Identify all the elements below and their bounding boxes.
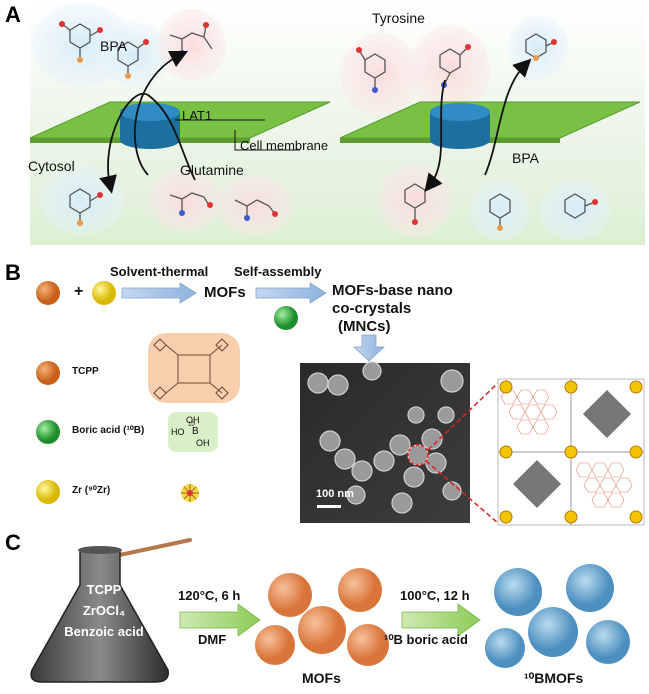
transport-arrow-in <box>99 92 196 194</box>
mof-spheres <box>255 568 389 666</box>
tyrosine-halo <box>377 164 453 236</box>
boric-oh-top: OH <box>186 415 200 425</box>
legend-tcpp-label: TCPP <box>72 366 99 377</box>
flask-line-3: Benzoic acid <box>64 624 144 639</box>
boron-atoms <box>77 55 539 231</box>
flask-line-1: TCPP <box>86 582 122 597</box>
mnc-label-line3: (MNCs) <box>338 318 391 335</box>
boric-acid-structure: OH HO 10 B OH <box>168 412 218 452</box>
boric-acid-lattice <box>500 389 633 508</box>
boric-ho: HO <box>171 427 185 437</box>
flask-line-2: ZrOCl₄ <box>82 603 126 618</box>
transport-arrow-in <box>424 79 446 193</box>
step1-solvent: DMF <box>198 632 227 647</box>
panel-a-letter: A <box>5 2 21 27</box>
mofs-product-label: MOFs <box>302 670 341 686</box>
glutamine-halo <box>217 175 293 235</box>
lat1-transporter-right <box>430 103 490 149</box>
bpa-label: BPA <box>100 38 127 54</box>
step2-reagent: ¹⁰B boric acid <box>384 632 468 647</box>
transport-arrow-out <box>133 50 189 176</box>
boric-oh-bottom: OH <box>196 438 210 448</box>
legend-boron-sphere <box>36 420 60 444</box>
legend-zr-label: Zr (⁹⁰Zr) <box>72 485 111 496</box>
solvent-thermal-arrow <box>121 282 197 304</box>
bpa-halo <box>539 180 611 240</box>
mofs-label: MOFs <box>204 284 246 301</box>
zr-sphere <box>92 281 116 305</box>
panel-c-figure <box>30 538 630 683</box>
legend-tcpp-sphere <box>36 361 60 385</box>
bpa-label-right: BPA <box>512 150 539 166</box>
plus-sign: + <box>74 283 84 300</box>
self-assembly-arrow <box>255 282 327 304</box>
reaction-flask <box>30 538 192 683</box>
tcpp-sphere <box>36 281 60 305</box>
step2-arrow <box>401 603 481 637</box>
zr-cluster-icon <box>181 484 199 502</box>
bmof-spheres <box>485 564 630 668</box>
bpa-halo <box>470 180 530 240</box>
bpa-halo <box>99 23 171 87</box>
glutamine-halo <box>158 9 226 81</box>
self-assembly-label: Self-assembly <box>234 264 322 279</box>
panel-b-letter: B <box>5 260 21 285</box>
bmofs-product-label: ¹⁰BMOFs <box>524 670 584 686</box>
zoom-circle <box>407 444 429 466</box>
down-arrow <box>352 334 386 362</box>
legend-zr-sphere <box>36 480 60 504</box>
glutamine-halo <box>149 168 221 232</box>
glutamine-label: Glutamine <box>180 162 244 178</box>
boric-acid-sphere <box>274 306 298 330</box>
tyrosine-label: Tyrosine <box>372 10 425 26</box>
cell-membrane-label: Cell membrane <box>240 138 329 153</box>
crystal-structure <box>497 378 645 526</box>
lat1-transporter-left <box>120 103 180 149</box>
tcpp-structure <box>148 333 240 403</box>
mnc-label-line2: co-crystals <box>332 300 412 317</box>
mnc-label-line1: MOFs-base nano <box>332 282 453 299</box>
step2-conditions: 100°C, 12 h <box>400 588 470 603</box>
transport-arrow-out <box>484 58 532 176</box>
bpa-halo <box>508 16 568 80</box>
zr-nodes <box>499 380 643 524</box>
lat1-label: LAT1 <box>182 108 213 123</box>
sem-image <box>300 361 499 524</box>
step1-arrow <box>179 603 261 637</box>
legend-boric-acid-label: Boric acid (¹⁰B) <box>72 425 145 436</box>
step1-conditions: 120°C, 6 h <box>178 588 241 603</box>
panel-a-figure <box>30 0 645 245</box>
cytosol-label: Cytosol <box>28 158 75 174</box>
scale-bar-label: 100 nm <box>316 488 354 500</box>
panel-b-figure <box>36 281 645 526</box>
boric-b: B <box>192 426 199 437</box>
porphyrin-units <box>512 389 632 509</box>
panel-c-letter: C <box>5 530 21 555</box>
boric-isotope: 10 <box>188 422 195 428</box>
solvent-thermal-label: Solvent-thermal <box>110 264 209 279</box>
